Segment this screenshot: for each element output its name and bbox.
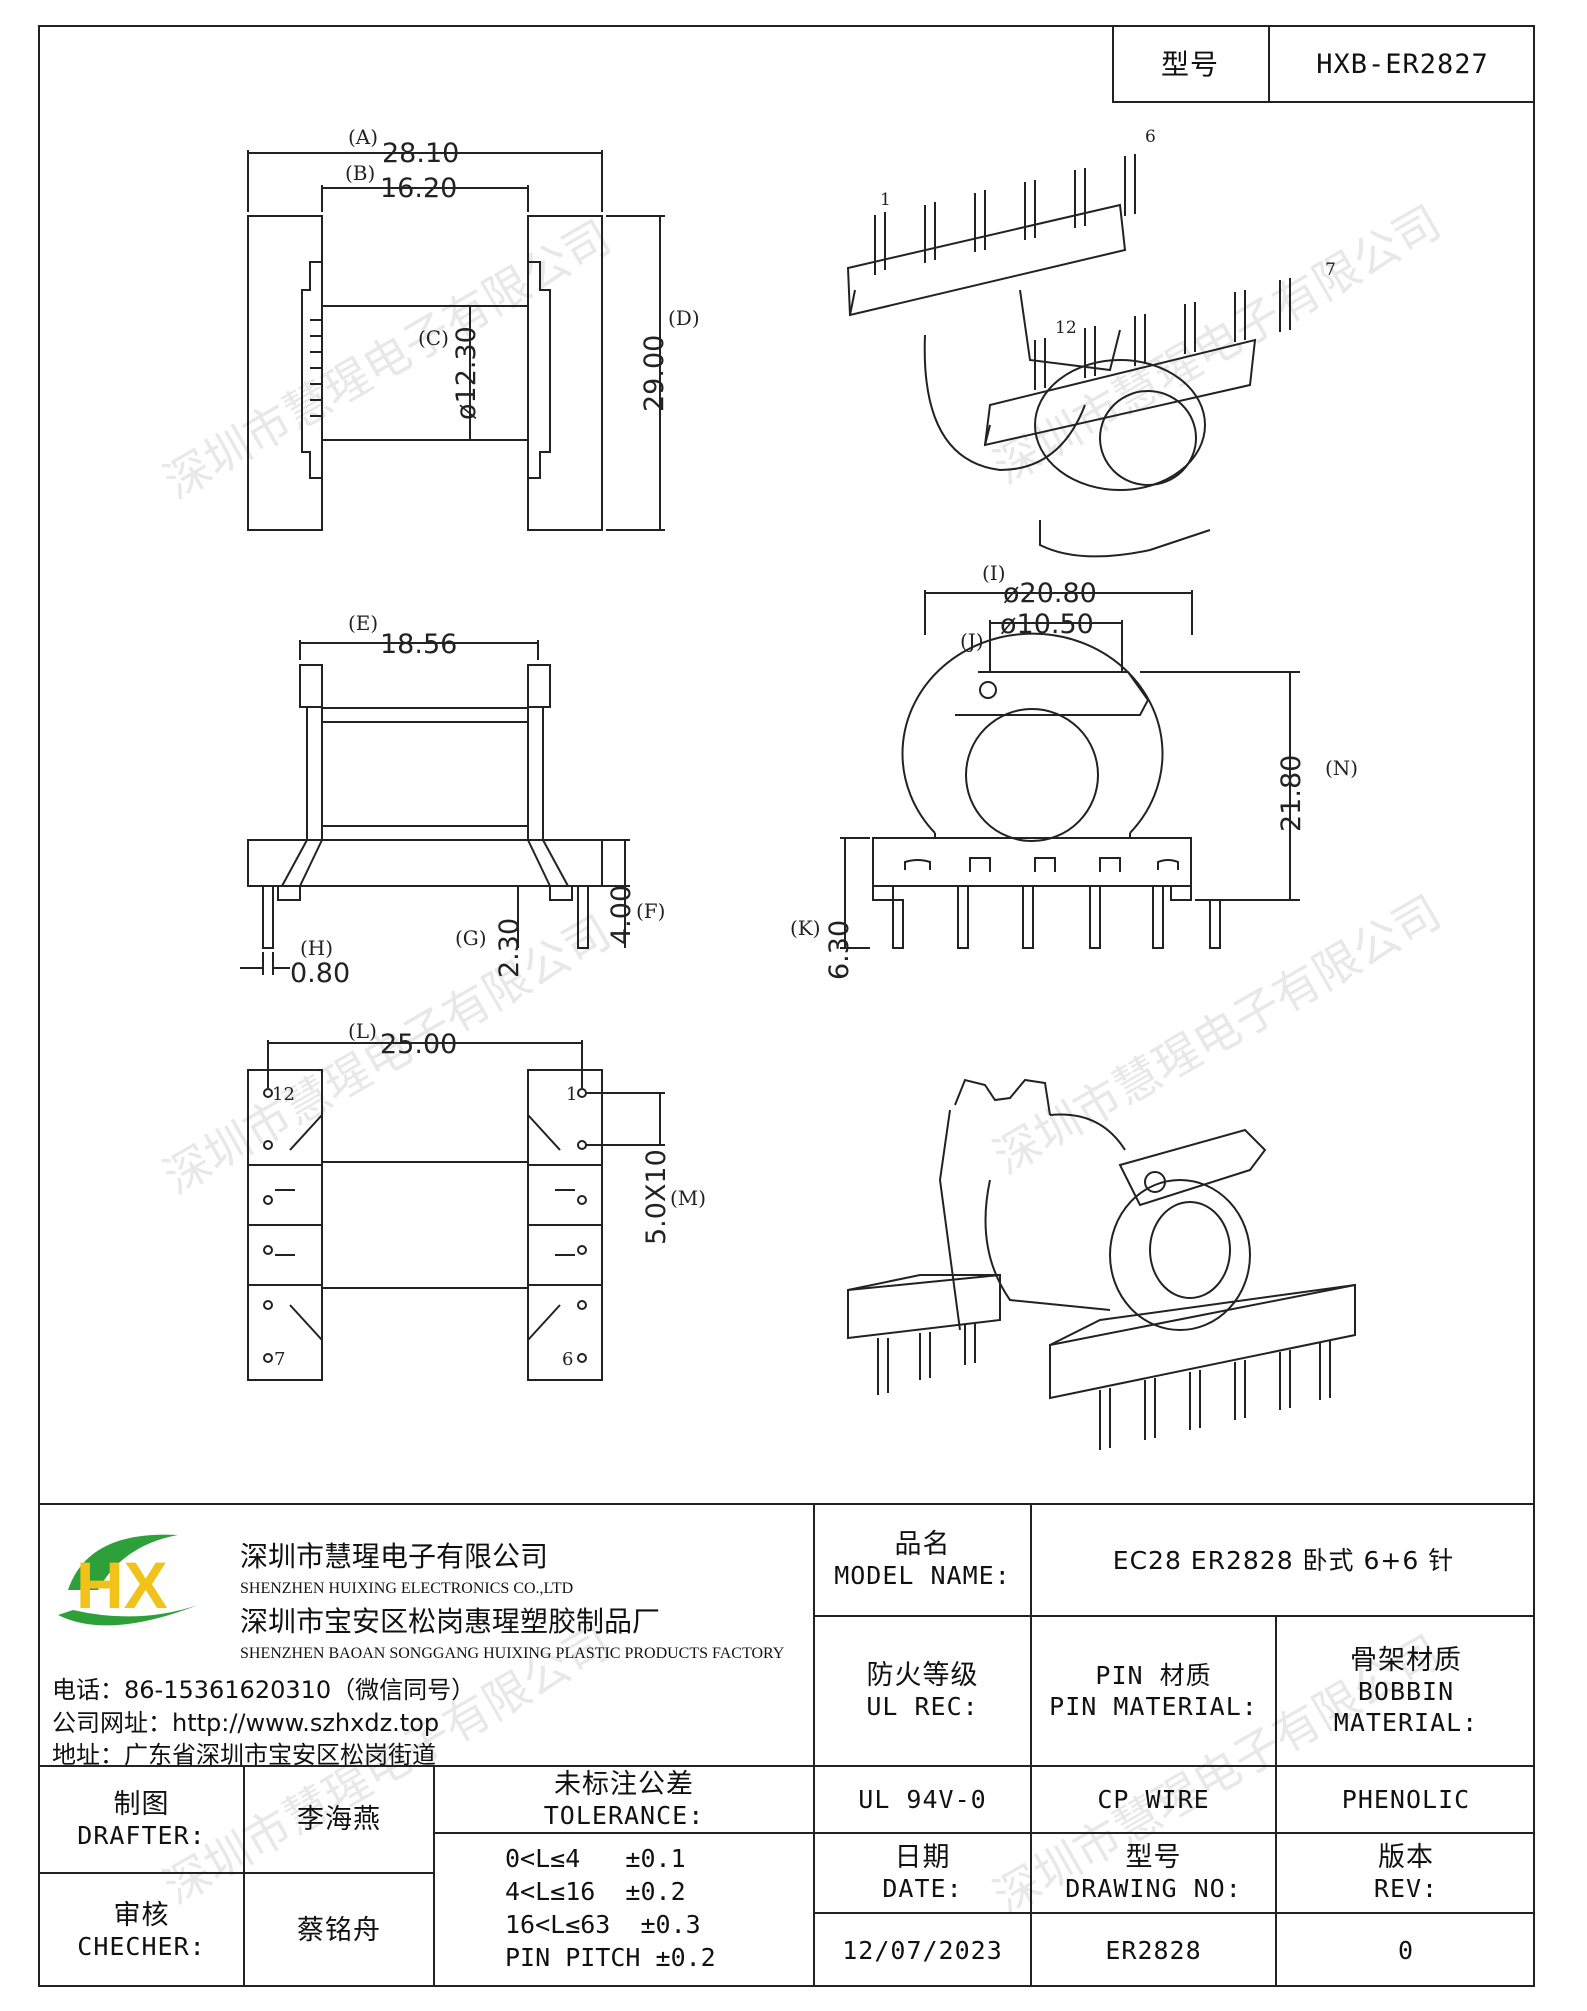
dim-h-value: 0.80 [290, 958, 350, 989]
bobbin-value: PHENOLIC [1341, 1785, 1471, 1814]
tolerance-line: 0<L≤4 ±0.1 [505, 1844, 686, 1873]
drafter-en: DRAFTER: [77, 1820, 206, 1850]
checker-en: CHECHER: [77, 1931, 206, 1961]
drawing-frame [38, 25, 1535, 1987]
dim-i-value: ø20.80 [1003, 578, 1097, 609]
tolerance-en: TOLERANCE: [543, 1800, 705, 1830]
header-model-label: 型号 [1160, 47, 1219, 81]
date-cn: 日期 [894, 1842, 951, 1873]
bobbin-cn: 骨架材质 [1350, 1644, 1462, 1676]
dim-h-label: (H) [300, 936, 333, 960]
dim-d-label: (D) [668, 306, 700, 330]
pin-value: CP WIRE [1097, 1785, 1210, 1814]
bottom-pin-12: 12 [272, 1084, 295, 1105]
logo-text: HX [76, 1548, 168, 1622]
pin-material-label: PIN 材质 PIN MATERIAL: [1032, 1617, 1275, 1765]
pin-label-7: 7 [1325, 260, 1336, 280]
ul-cn: 防火等级 [866, 1660, 979, 1691]
pin-label-12: 12 [1055, 318, 1077, 338]
ul-label: 防火等级 UL REC: [815, 1617, 1030, 1765]
dim-n-value: 21.80 [1276, 755, 1307, 832]
model-name-label: 品名 MODEL NAME: [815, 1505, 1030, 1615]
company-name-en: SHENZHEN HUIXING ELECTRONICS CO.,LTD [240, 1580, 574, 1597]
date-label: 日期 DATE: [815, 1834, 1030, 1912]
dim-g-value: 2.30 [494, 918, 525, 978]
pin-cn: PIN 材质 [1095, 1661, 1212, 1690]
bottom-pin-1: 1 [566, 1084, 577, 1105]
dim-k-value: 6.30 [824, 920, 855, 980]
checker-cn: 审核 [113, 1899, 170, 1931]
drafter-label: 制图 DRAFTER: [40, 1767, 243, 1872]
drawing-cn: 型号 [1125, 1842, 1182, 1873]
drawing-no-value: ER2828 [1105, 1936, 1202, 1965]
rev-value: 0 [1397, 1936, 1415, 1965]
bottom-pin-7: 7 [274, 1349, 285, 1370]
dim-k-label: (K) [790, 916, 821, 940]
tolerance-line: 4<L≤16 ±0.2 [505, 1877, 686, 1906]
rev-label: 版本 REV: [1277, 1834, 1535, 1912]
pin-en: PIN MATERIAL: [1049, 1692, 1258, 1721]
ul-value: UL 94V-0 [858, 1785, 987, 1814]
tolerance-cn: 未标注公差 [554, 1768, 694, 1800]
date-value: 12/07/2023 [842, 1936, 1003, 1965]
phone-line: 电话：86-15361620310（微信同号） [52, 1676, 476, 1704]
drawing-no-label: 型号 DRAWING NO: [1032, 1834, 1275, 1912]
dim-i-label: (I) [982, 561, 1006, 585]
dim-e-value: 18.56 [380, 629, 457, 660]
dim-e-label: (E) [348, 611, 378, 635]
pin-label-6: 6 [1145, 127, 1156, 147]
drafter-name: 李海燕 [297, 1804, 381, 1835]
dim-a-label: (A) [348, 125, 378, 149]
company-logo: HX [58, 1534, 198, 1626]
tolerance-table: 0<L≤4 ±0.1 4<L≤16 ±0.2 16<L≤63 ±0.3 PIN … [505, 1842, 716, 1974]
pin-label-1: 1 [880, 190, 891, 210]
dim-f-label: (F) [636, 899, 665, 923]
bobbin-material-label: 骨架材质 BOBBIN MATERIAL: [1277, 1617, 1535, 1765]
company-name-cn: 深圳市慧瑆电子有限公司 [240, 1540, 549, 1573]
date-en: DATE: [882, 1874, 963, 1903]
model-name-value: EC28 ER2828 卧式 6+6 针 [1112, 1545, 1455, 1575]
rev-en: REV: [1373, 1874, 1439, 1903]
factory-name-en: SHENZHEN BAOAN SONGGANG HUIXING PLASTIC … [240, 1645, 785, 1662]
dim-g-label: (G) [455, 926, 487, 950]
checker-label: 审核 CHECHER: [40, 1874, 243, 1987]
dim-l-value: 25.00 [380, 1029, 457, 1060]
rev-cn: 版本 [1378, 1842, 1434, 1873]
dim-d-value: 29.00 [639, 335, 670, 412]
website-line: 公司网址：http://www.szhxdz.top [52, 1709, 440, 1737]
drawing-en: DRAWING NO: [1065, 1874, 1242, 1903]
address-line: 地址：广东省深圳市宝安区松岗街道 [52, 1741, 436, 1769]
dim-m-value: 5.0X10 [641, 1149, 672, 1245]
dim-l-label: (L) [348, 1019, 377, 1043]
model-name-en: MODEL NAME: [834, 1561, 1011, 1590]
tolerance-line: PIN PITCH ±0.2 [505, 1943, 716, 1972]
drafter-cn: 制图 [113, 1788, 170, 1820]
dim-c-value: ø12.30 [451, 326, 482, 420]
dim-b-value: 16.20 [380, 173, 457, 204]
dim-a-value: 28.10 [382, 138, 459, 169]
model-name-cn: 品名 [894, 1529, 951, 1560]
ul-en: UL REC: [866, 1692, 979, 1721]
bobbin-en2: MATERIAL: [1333, 1707, 1479, 1737]
header-model-value: HXB-ER2827 [1316, 48, 1489, 80]
factory-name-cn: 深圳市宝安区松岗惠瑆塑胶制品厂 [240, 1605, 661, 1638]
dim-f-value: 4.00 [606, 885, 637, 945]
header-model-box [1112, 25, 1535, 103]
dim-j-label: (J) [960, 629, 984, 653]
bobbin-en1: BOBBIN [1357, 1676, 1455, 1706]
bottom-pin-6: 6 [562, 1349, 573, 1370]
checker-name: 蔡铭舟 [297, 1915, 381, 1946]
dim-m-label: (M) [670, 1186, 706, 1210]
dim-c-label: (C) [418, 326, 449, 350]
dim-n-label: (N) [1325, 756, 1358, 780]
dim-j-value: ø10.50 [1000, 609, 1094, 640]
tolerance-label: 未标注公差 TOLERANCE: [435, 1767, 813, 1832]
tolerance-line: 16<L≤63 ±0.3 [505, 1910, 701, 1939]
dim-b-label: (B) [345, 161, 375, 185]
technical-drawing: (A) 28.10 (B) 16.20 (C) ø12.30 (D) 29.00… [240, 125, 1358, 1450]
